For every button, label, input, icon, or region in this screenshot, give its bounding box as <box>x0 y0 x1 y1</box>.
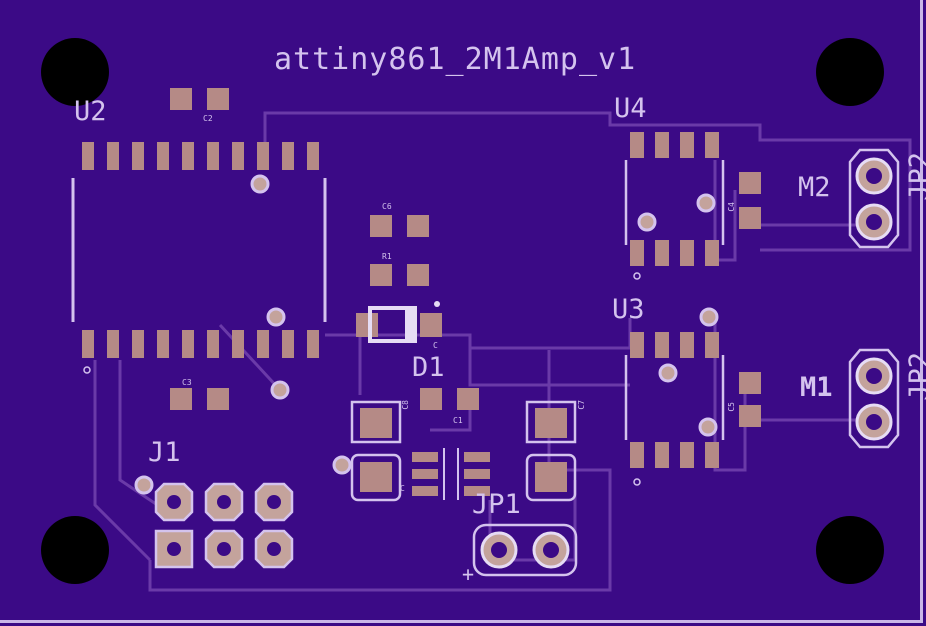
mounting-hole <box>816 38 884 106</box>
jp2-headers <box>848 148 900 449</box>
label-c4: C4 <box>727 202 736 212</box>
board-title: attiny861_2M1Amp_v1 <box>274 42 637 77</box>
mounting-holes <box>41 38 884 584</box>
label-c1: C1 <box>453 416 463 425</box>
copper-traces <box>93 111 912 592</box>
label-m1: M1 <box>800 372 833 403</box>
mounting-hole <box>41 516 109 584</box>
regulator-pads <box>412 452 490 496</box>
label-c7: C7 <box>577 400 586 410</box>
label-u3: U3 <box>612 294 645 325</box>
label-u4: U4 <box>614 93 647 124</box>
mounting-hole <box>41 38 109 106</box>
jp1-header <box>472 523 578 577</box>
label-r1: R1 <box>382 252 392 261</box>
label-m2: M2 <box>798 172 831 203</box>
label-d1: D1 <box>412 352 445 383</box>
label-c5: C5 <box>727 402 736 412</box>
big-caps <box>350 400 577 502</box>
mounting-hole <box>816 516 884 584</box>
label-c2: C2 <box>203 114 213 123</box>
plus-marker: + <box>462 562 475 586</box>
label-c-low: C <box>400 484 405 493</box>
vias <box>134 174 719 495</box>
label-jp2-bottom: JP2 <box>904 352 926 401</box>
label-c3: C3 <box>182 378 192 387</box>
label-u2: U2 <box>74 96 107 127</box>
label-jp2-top: JP2 <box>904 152 926 201</box>
label-jp1: JP1 <box>472 489 521 520</box>
u4-chip <box>624 132 725 280</box>
u2-outline <box>71 178 327 322</box>
smd-caps <box>170 88 761 427</box>
j1-header <box>154 482 294 569</box>
label-j1: J1 <box>148 437 181 468</box>
label-c8: C8 <box>401 400 410 410</box>
label-c: C <box>433 341 438 350</box>
u3-chip <box>624 332 725 486</box>
label-c6: C6 <box>382 202 392 211</box>
u2-pads <box>82 142 319 358</box>
